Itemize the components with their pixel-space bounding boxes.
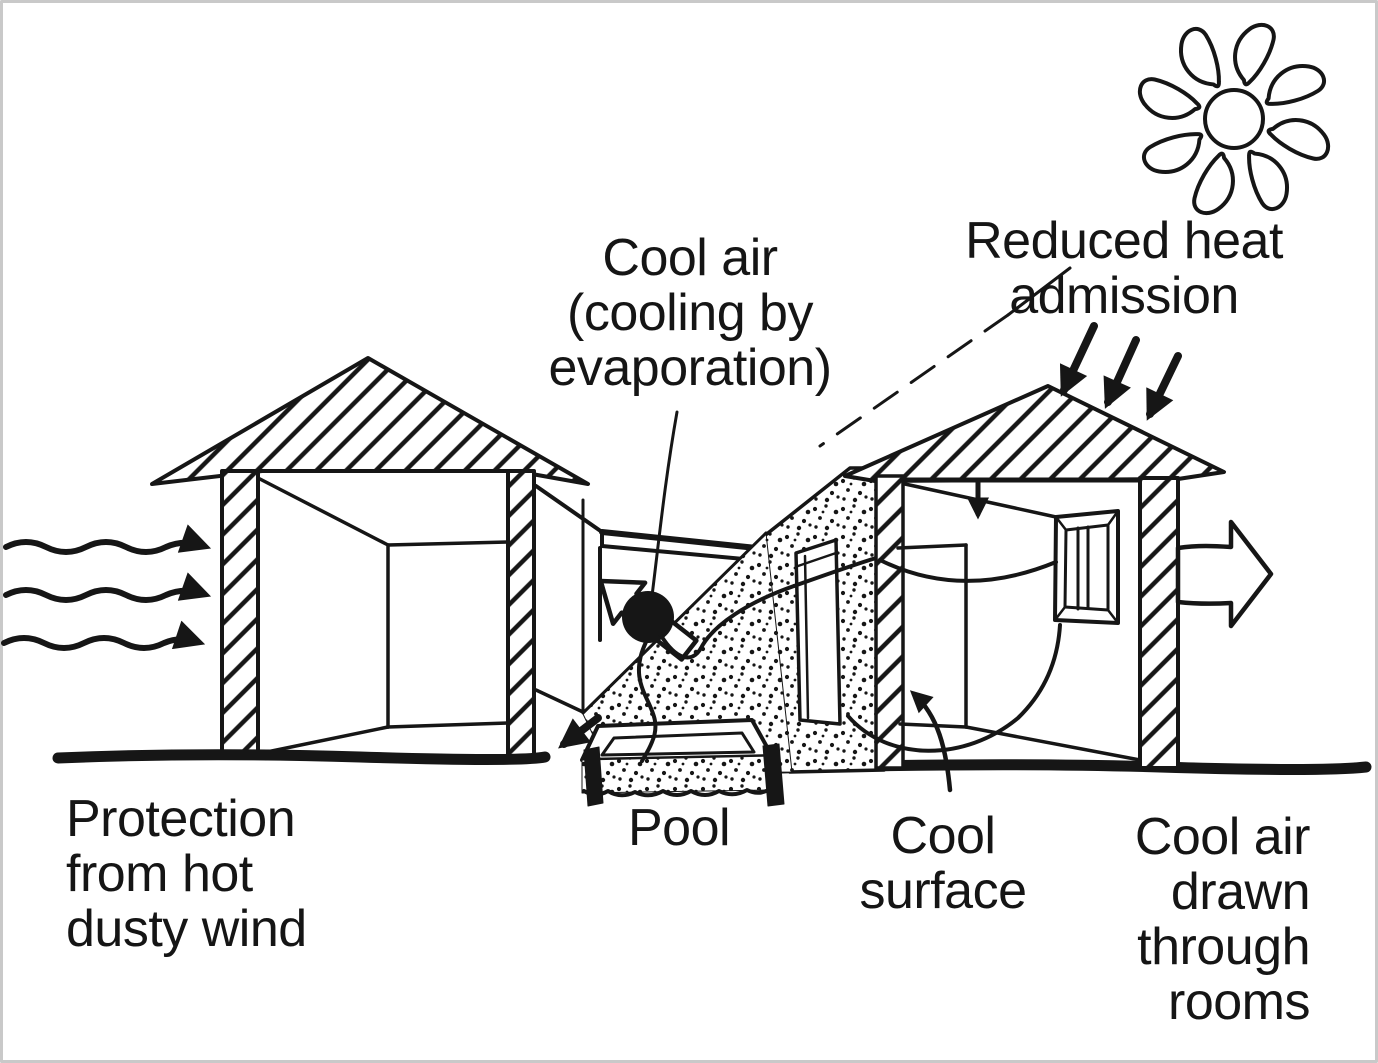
cool-air-leader-line: [650, 410, 679, 598]
pool-left-post: [583, 746, 604, 807]
label-protection-line3: dusty wind: [66, 900, 307, 958]
label-pool-text: Pool: [627, 799, 731, 857]
label-reduced-heat-admission: Reduced heat admission: [965, 214, 1283, 324]
wavy-wind-arrows: [1, 524, 212, 651]
pool-right-post: [762, 743, 785, 807]
right-house-right-wall: [1138, 476, 1180, 770]
label-cool-air-line1: Cool air: [602, 229, 778, 287]
label-cool-air: Cool air (cooling by evaporation): [548, 229, 832, 397]
courtyard-doorway: [794, 538, 842, 726]
label-drawn-line1: Cool air: [1134, 808, 1311, 866]
pool-basin: [600, 731, 756, 757]
label-cool-surface-line1: Cool: [890, 807, 996, 865]
label-reduced-heat-line1: Reduced heat: [965, 212, 1283, 270]
right-house-roof: [843, 384, 1226, 483]
right-house: [843, 322, 1274, 793]
label-cool-surface-line2: surface: [859, 862, 1027, 920]
courtyard: [534, 466, 886, 807]
label-drawn-line2: drawn: [1170, 863, 1311, 921]
left-house: [150, 356, 590, 759]
label-reduced-heat-line2: admission: [1009, 267, 1239, 325]
sun-icon: [1137, 22, 1331, 216]
left-house-left-wall: [220, 469, 260, 759]
left-house-right-wall: [506, 469, 536, 759]
label-cool-air-line3: evaporation): [548, 339, 832, 397]
pool-front-face: [581, 755, 773, 794]
label-drawn-line4: rooms: [1168, 973, 1310, 1031]
label-drawn-line3: through: [1137, 918, 1310, 976]
label-pool: Pool: [627, 799, 731, 857]
courtyard-down-arrow: [558, 714, 602, 749]
label-protection-line1: Protection: [66, 790, 296, 848]
courtyard-airflow-lines: [637, 556, 878, 763]
label-protection-line2: from hot: [66, 845, 253, 903]
label-cool-air-line2: (cooling by: [567, 284, 813, 342]
label-cool-surface: Cool surface: [859, 807, 1027, 920]
air-exit-arrow: [1175, 519, 1274, 629]
heat-admission-arrows: [1059, 322, 1182, 421]
label-protection-from-wind: Protection from hot dusty wind: [66, 792, 307, 957]
pool-water-wave: [582, 787, 772, 798]
cool-surface-leader-line: [909, 690, 953, 793]
cool-air-dot: [622, 591, 674, 643]
reduced-heat-leader-line: [818, 266, 1072, 448]
label-cool-air-drawn: Cool air drawn through rooms: [1134, 808, 1311, 1031]
pool: [580, 718, 785, 807]
cool-air-rise-arrow: [598, 578, 699, 662]
left-house-roof: [150, 356, 590, 486]
right-house-left-wall: [874, 474, 905, 770]
left-house-interior-lines: [256, 476, 510, 755]
indoor-airflow-lines: [846, 558, 1062, 753]
window: [1053, 509, 1120, 625]
